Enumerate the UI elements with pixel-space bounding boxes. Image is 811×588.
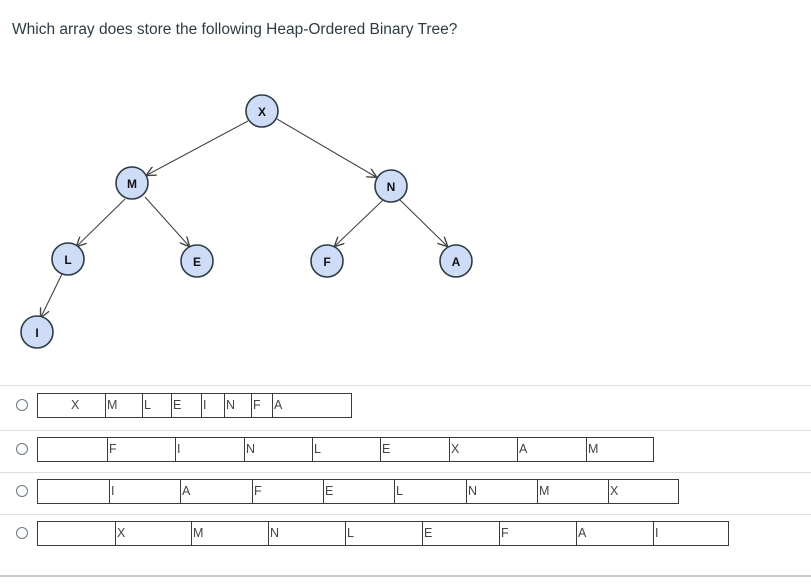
tree-node-e: E xyxy=(180,244,214,278)
option-2-radio[interactable] xyxy=(16,443,28,455)
array-cell: L xyxy=(345,522,354,545)
array-cell: X xyxy=(71,398,80,412)
array-cell: E xyxy=(171,394,181,417)
option-divider xyxy=(0,385,811,386)
array-cell: X xyxy=(449,438,459,461)
array-cell: M xyxy=(105,394,117,417)
edge-n-a xyxy=(399,199,447,246)
edge-m-l xyxy=(77,198,126,246)
array-cell: N xyxy=(466,480,477,503)
edge-m-e xyxy=(144,196,189,246)
array-cell: L xyxy=(312,438,321,461)
tree-node-label: I xyxy=(35,326,38,340)
array-cell: F xyxy=(499,522,509,545)
edge-l-i xyxy=(41,273,63,317)
array-cell: I xyxy=(175,438,180,461)
option-divider xyxy=(0,430,811,431)
option-1-array[interactable]: X M L E I N F A xyxy=(37,393,352,418)
edge-x-n xyxy=(276,118,376,177)
array-cell: N xyxy=(224,394,235,417)
edge-n-f xyxy=(335,199,384,246)
array-cell: X xyxy=(115,522,125,545)
array-cell: I xyxy=(109,480,114,503)
array-cell: A xyxy=(272,394,282,417)
option-4-radio[interactable] xyxy=(16,527,28,539)
tree-node-i: I xyxy=(20,315,54,349)
array-cell: A xyxy=(576,522,586,545)
heap-tree-diagram: X M N L E F A I xyxy=(20,94,473,349)
array-cell: E xyxy=(422,522,432,545)
option-3-array[interactable]: I A F E L N M X xyxy=(37,479,679,504)
option-divider xyxy=(0,514,811,515)
tree-node-l: L xyxy=(51,242,85,276)
array-cell: I xyxy=(201,394,206,417)
array-cell: X xyxy=(608,480,618,503)
array-cell: F xyxy=(251,394,261,417)
array-cell: F xyxy=(107,438,117,461)
array-cell: N xyxy=(244,438,255,461)
question-text: Which array does store the following Hea… xyxy=(12,21,458,38)
option-3-radio[interactable] xyxy=(16,485,28,497)
tree-node-label: N xyxy=(387,180,396,194)
option-4-array[interactable]: X M N L E F A I xyxy=(37,521,729,546)
tree-node-label: A xyxy=(452,255,461,269)
tree-node-label: E xyxy=(193,255,201,269)
option-1-radio[interactable] xyxy=(16,399,28,411)
tree-node-label: M xyxy=(127,177,137,191)
tree-node-f: F xyxy=(310,244,344,278)
array-cell: A xyxy=(180,480,190,503)
tree-node-a: A xyxy=(439,244,473,278)
tree-node-label: L xyxy=(64,253,71,267)
edge-x-m xyxy=(147,120,249,175)
option-2-array[interactable]: F I N L E X A M xyxy=(37,437,654,462)
array-cell: M xyxy=(191,522,203,545)
tree-node-m: M xyxy=(115,166,149,200)
tree-node-label: F xyxy=(323,255,330,269)
tree-node-label: X xyxy=(258,105,266,119)
array-cell: M xyxy=(586,438,598,461)
array-cell: E xyxy=(323,480,333,503)
option-divider xyxy=(0,472,811,473)
array-cell: E xyxy=(380,438,390,461)
tree-node-n: N xyxy=(374,169,408,203)
array-cell: L xyxy=(394,480,403,503)
tree-node-x: X xyxy=(245,94,279,128)
array-cell: A xyxy=(517,438,527,461)
array-cell: M xyxy=(537,480,549,503)
array-cell: N xyxy=(268,522,279,545)
page-bottom-border xyxy=(0,575,811,577)
array-cell: I xyxy=(653,522,658,545)
array-cell: L xyxy=(142,394,151,417)
array-cell: F xyxy=(252,480,262,503)
